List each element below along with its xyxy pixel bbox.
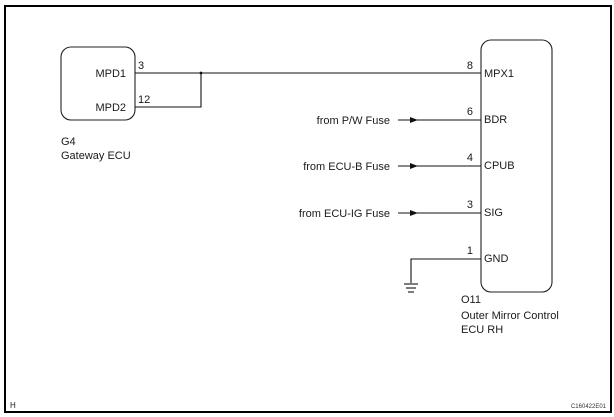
mirror-pin-label-mpx1: MPX1: [484, 68, 514, 80]
gateway-pin-label-mpd1: MPD1: [95, 68, 126, 80]
mirror-pin-number-4: 4: [467, 152, 473, 164]
source-label-ecu-b-fuse: from ECU-B Fuse: [303, 161, 390, 173]
wire-mpd2-splice: [135, 73, 202, 108]
mirror-pin-number-8: 8: [467, 60, 473, 72]
splice-junction-dot: [199, 71, 203, 75]
gateway-ecu-box: [60, 46, 136, 121]
source-label-ecu-ig-fuse: from ECU-IG Fuse: [299, 208, 390, 220]
mirror-ecu-code: O11: [461, 294, 481, 306]
gateway-ecu-code: G4: [61, 136, 76, 148]
figure-code: C160422E01: [571, 404, 607, 410]
footer-tag: H: [10, 401, 16, 410]
arrow-icon: [410, 117, 418, 123]
mirror-ecu-name-line2: ECU RH: [461, 324, 503, 336]
mirror-pin-number-3: 3: [467, 199, 473, 211]
mirror-pin-label-sig: SIG: [484, 207, 503, 219]
wire-gnd: [410, 258, 481, 283]
mirror-ecu-name-line1: Outer Mirror Control: [461, 310, 559, 322]
diagram-frame: [4, 5, 612, 413]
mirror-pin-label-gnd: GND: [484, 253, 509, 265]
mirror-pin-number-1: 1: [467, 245, 473, 257]
arrow-icon: [410, 210, 418, 216]
ground-icon: [404, 283, 418, 293]
gateway-ecu-name: Gateway ECU: [61, 150, 131, 162]
mirror-pin-label-bdr: BDR: [484, 114, 507, 126]
gateway-pin-label-mpd2: MPD2: [95, 102, 126, 114]
gateway-pin-number-3: 3: [138, 60, 144, 72]
mirror-pin-number-6: 6: [467, 106, 473, 118]
gateway-pin-number-12: 12: [138, 94, 150, 106]
mirror-pin-label-cpub: CPUB: [484, 160, 515, 172]
source-label-pw-fuse: from P/W Fuse: [317, 115, 390, 127]
arrow-icon: [410, 163, 418, 169]
